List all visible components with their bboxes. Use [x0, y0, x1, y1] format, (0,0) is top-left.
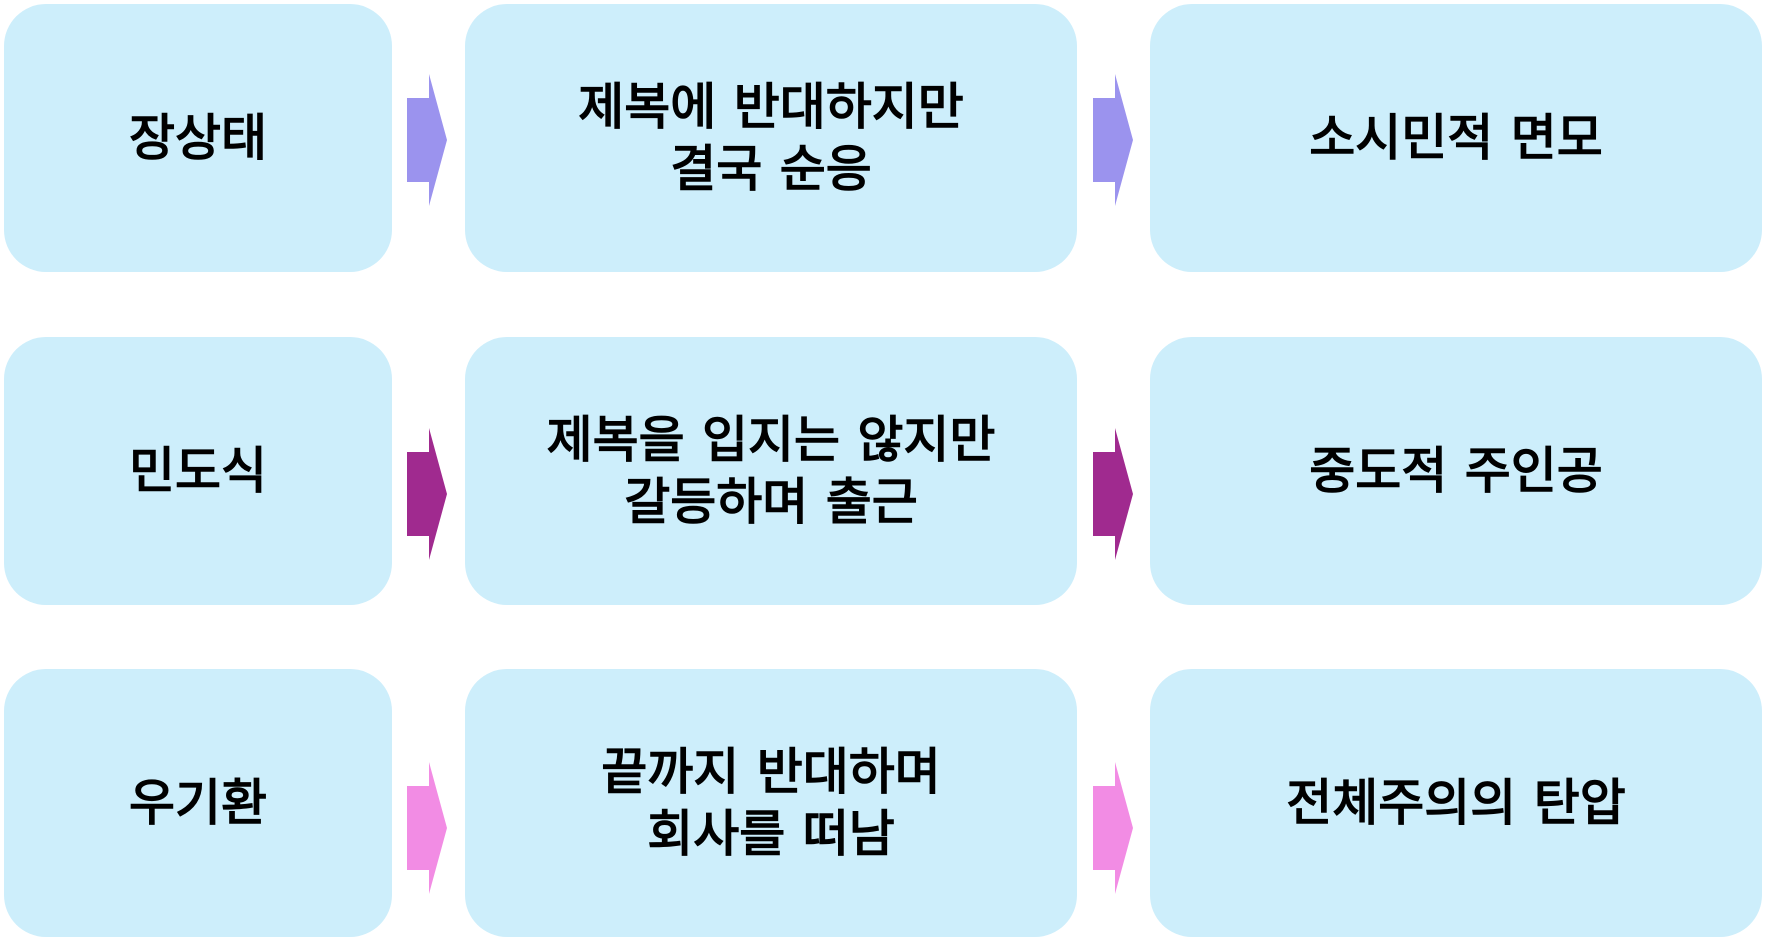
character-name: 우기환 — [129, 774, 267, 832]
arrow-shape — [1093, 762, 1133, 894]
action-text: 제복에 반대하지만 결국 순응 — [578, 78, 964, 198]
right-arrow-icon — [1093, 74, 1133, 206]
arrow-shape — [407, 762, 447, 894]
character-box-min-dosik: 민도식 — [4, 337, 392, 605]
meaning-text: 중도적 주인공 — [1309, 442, 1603, 500]
action-box-woo-gihwan: 끝까지 반대하며 회사를 떠남 — [465, 669, 1077, 937]
action-box-min-dosik: 제복을 입지는 않지만 갈등하며 출근 — [465, 337, 1077, 605]
action-box-jang-sangtae: 제복에 반대하지만 결국 순응 — [465, 4, 1077, 272]
right-arrow-icon — [407, 762, 447, 894]
meaning-text: 전체주의의 탄압 — [1286, 774, 1626, 832]
arrow-fill — [407, 428, 447, 560]
arrow-fill — [407, 74, 447, 206]
arrow-fill — [1093, 74, 1133, 206]
arrow-shape — [1093, 428, 1133, 560]
arrow-shape — [1093, 74, 1133, 206]
character-box-woo-gihwan: 우기환 — [4, 669, 392, 937]
arrow-shape — [407, 74, 447, 206]
arrow-shape — [407, 428, 447, 560]
arrow-fill — [407, 762, 447, 894]
right-arrow-icon — [1093, 428, 1133, 560]
arrow-fill — [1093, 428, 1133, 560]
character-name: 민도식 — [129, 442, 267, 500]
meaning-text: 소시민적 면모 — [1309, 109, 1603, 167]
action-text: 제복을 입지는 않지만 갈등하며 출근 — [546, 411, 996, 531]
meaning-box-min-dosik: 중도적 주인공 — [1150, 337, 1762, 605]
arrow-fill — [1093, 762, 1133, 894]
character-name: 장상태 — [129, 109, 267, 167]
character-box-jang-sangtae: 장상태 — [4, 4, 392, 272]
right-arrow-icon — [407, 74, 447, 206]
meaning-box-jang-sangtae: 소시민적 면모 — [1150, 4, 1762, 272]
meaning-box-woo-gihwan: 전체주의의 탄압 — [1150, 669, 1762, 937]
right-arrow-icon — [1093, 762, 1133, 894]
action-text: 끝까지 반대하며 회사를 떠남 — [601, 743, 941, 863]
right-arrow-icon — [407, 428, 447, 560]
